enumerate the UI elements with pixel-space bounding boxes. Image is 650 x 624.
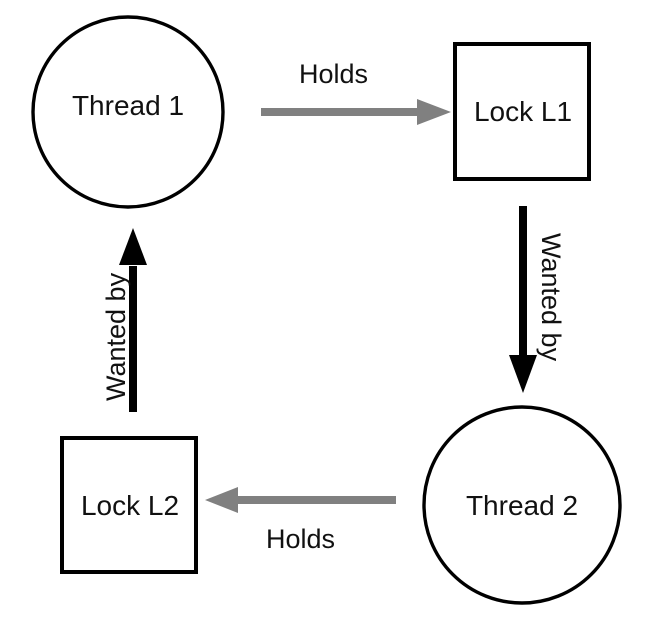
edge-holds-top-arrow xyxy=(261,99,451,125)
node-lock-l2-label: Lock L2 xyxy=(80,490,180,521)
node-lock-l2-square xyxy=(60,436,198,574)
node-lock-l1-label: Lock L1 xyxy=(473,96,573,127)
edge-wanted-left-arrow xyxy=(119,228,147,412)
edge-wanted-right-label: Wanted by xyxy=(536,233,566,362)
node-thread-2-circle xyxy=(422,405,622,605)
node-thread-1-circle xyxy=(31,15,225,209)
edge-holds-top-label: Holds xyxy=(299,59,369,89)
edge-wanted-right-arrow xyxy=(509,206,537,393)
edge-holds-bottom-arrow xyxy=(205,487,396,513)
node-thread-2-label: Thread 2 xyxy=(465,490,579,521)
edge-holds-bottom-label: Holds xyxy=(266,524,336,554)
node-thread-1-label: Thread 1 xyxy=(71,90,185,121)
node-lock-l1-square xyxy=(453,42,591,181)
edge-wanted-left-label: Wanted by xyxy=(101,272,131,401)
